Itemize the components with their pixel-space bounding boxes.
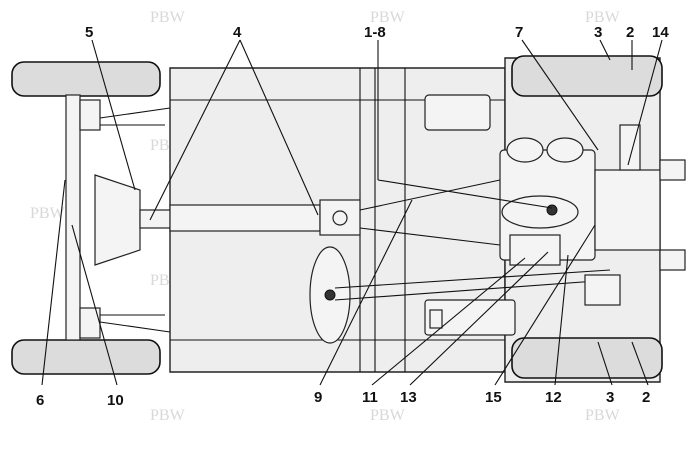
rear-tire-bottom xyxy=(11,339,161,375)
air-cleaner-right xyxy=(546,137,584,163)
watermark: PBW xyxy=(585,9,621,26)
steering-box xyxy=(584,274,621,306)
watermark: PBW xyxy=(585,407,621,424)
callout-11: 11 xyxy=(362,389,378,406)
fuel-filter xyxy=(429,309,443,329)
leader-11 xyxy=(371,257,526,386)
steering-hub xyxy=(324,289,336,301)
rear-links xyxy=(100,124,165,316)
watermark: PBW xyxy=(150,407,186,424)
leader-7 xyxy=(521,39,599,151)
transmission-linkage xyxy=(509,234,561,266)
oil-pan xyxy=(501,195,579,229)
watermark: PBW xyxy=(370,9,406,26)
callout-2-top: 2 xyxy=(626,24,634,41)
callout-labels: 5 4 1-8 7 3 2 14 6 10 9 11 13 15 12 3 2 xyxy=(36,24,669,409)
leader-10 xyxy=(71,224,118,386)
rear-tire-top xyxy=(11,61,161,97)
u-joint xyxy=(139,209,171,229)
rear-spring-mount xyxy=(79,99,101,131)
front-bumper-bracket xyxy=(659,159,686,181)
watermark: PBW xyxy=(30,205,66,222)
leader-6 xyxy=(41,179,66,386)
leader-12 xyxy=(554,254,569,386)
front-bumper-bracket xyxy=(659,249,686,271)
leader-4a xyxy=(149,39,241,221)
front-tire-top xyxy=(511,55,663,97)
exhaust-lines xyxy=(359,179,501,246)
callout-lines xyxy=(41,39,663,386)
callout-12: 12 xyxy=(545,389,562,406)
callout-4: 4 xyxy=(233,24,242,41)
leader-9 xyxy=(319,199,413,386)
callout-15: 15 xyxy=(485,389,502,406)
transfer-case-bolt xyxy=(332,210,348,226)
rear-links xyxy=(99,107,171,333)
leader-5 xyxy=(91,39,136,191)
panel-cutout xyxy=(424,94,491,131)
callout-2-bottom: 2 xyxy=(642,389,650,406)
callout-7: 7 xyxy=(515,24,523,41)
watermark: PBW xyxy=(150,9,186,26)
air-cleaner-left xyxy=(506,137,544,163)
watermark: PBW xyxy=(370,407,406,424)
radiator xyxy=(594,169,661,251)
steering-column xyxy=(334,269,611,301)
front-tire-bottom xyxy=(511,337,663,379)
callout-10: 10 xyxy=(107,392,124,409)
callout-14: 14 xyxy=(652,24,669,41)
callout-3-top: 3 xyxy=(594,24,602,41)
leader-3-bottom xyxy=(597,341,613,386)
leader-2-bottom xyxy=(631,341,649,386)
callout-13: 13 xyxy=(400,389,417,406)
panel-cutout xyxy=(424,299,516,336)
callout-1-8: 1-8 xyxy=(364,24,386,41)
leader-1-8b xyxy=(377,179,553,209)
leader-14 xyxy=(627,39,663,166)
front-shock xyxy=(619,124,641,171)
drain-plug xyxy=(546,204,558,216)
leader-13 xyxy=(409,251,549,386)
differential xyxy=(94,174,141,266)
callout-5: 5 xyxy=(85,24,93,41)
callout-9: 9 xyxy=(314,389,322,406)
leader-15 xyxy=(494,224,596,386)
leader-4b xyxy=(239,39,319,216)
rear-axle-housing xyxy=(65,94,81,341)
leader-3-top xyxy=(599,39,611,61)
callout-6: 6 xyxy=(36,392,44,409)
callout-3-bottom: 3 xyxy=(606,389,614,406)
drive-shaft xyxy=(169,204,321,232)
